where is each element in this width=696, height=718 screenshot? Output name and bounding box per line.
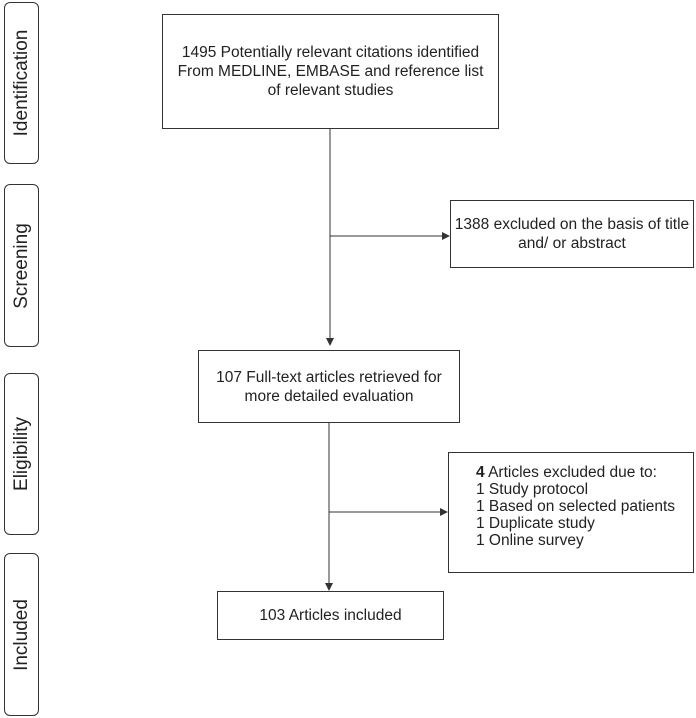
stage-identification: Identification: [4, 2, 39, 164]
identified-box: 1495 Potentially relevant citations iden…: [162, 14, 499, 129]
stage-included: Included: [4, 553, 39, 716]
excluded-title-box: 1388 excluded on the basis of title and/…: [450, 200, 694, 268]
identified-line-2: From MEDLINE, EMBASE and reference list: [177, 63, 484, 80]
excluded-reason-1: 1 Study protocol: [476, 481, 589, 498]
excluded-reason-3: 1 Duplicate study: [476, 515, 595, 532]
excluded-articles-count: 4: [476, 464, 485, 481]
excluded-articles-box: 4 Articles excluded due to: 1 Study prot…: [448, 452, 694, 573]
included-box: 103 Articles included: [217, 591, 444, 640]
stage-eligibility: Eligibility: [4, 373, 39, 535]
included-line-1: 103 Articles included: [259, 607, 402, 624]
excluded-articles-header-text: Articles excluded due to:: [484, 464, 657, 481]
excluded-title-line-2: and/ or abstract: [518, 235, 626, 252]
excluded-articles-header: 4 Articles excluded due to:: [476, 464, 693, 481]
excluded-title-line-1: 1388 excluded on the basis of title: [454, 216, 690, 233]
excluded-reason-2: 1 Based on selected patients: [476, 498, 676, 515]
full-text-line-1: 107 Full-text articles retrieved for: [216, 368, 442, 386]
identified-line-3: of relevant studies: [267, 82, 394, 99]
excluded-reason-4: 1 Online survey: [476, 532, 584, 549]
stage-screening: Screening: [4, 184, 39, 347]
full-text-line-2: more detailed evaluation: [244, 387, 414, 405]
identified-line-1: 1495 Potentially relevant citations iden…: [181, 44, 480, 61]
full-text-box: 107 Full-text articles retrieved for mor…: [198, 350, 460, 423]
